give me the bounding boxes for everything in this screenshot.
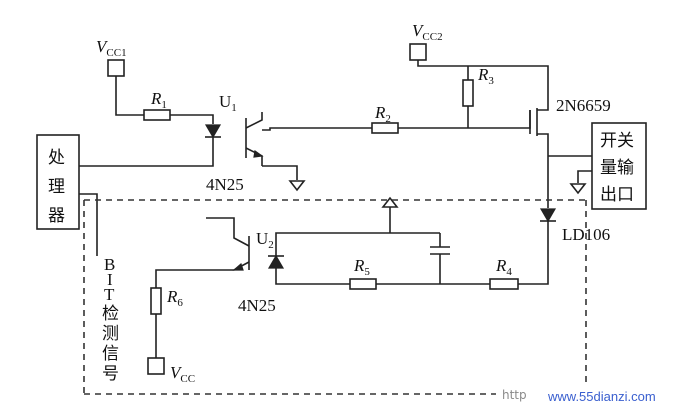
u2-collector-wire [206, 217, 250, 247]
opto2-part-label: 4N25 [238, 296, 276, 315]
bit-label-b: B [104, 255, 115, 274]
bit-label-i: I [107, 270, 113, 289]
switch-output-label-2: 量输 [600, 158, 634, 178]
r6-label: R6 [166, 287, 183, 309]
processor-box [36, 134, 80, 230]
processor-label-3: 器 [48, 206, 65, 226]
u1-emitter-arrow [253, 149, 264, 158]
gate-wire [468, 110, 531, 129]
watermark-site: www.55dianzi.com [547, 389, 656, 404]
mosfet-source-wire [537, 133, 549, 208]
vcc2-label: VCC2 [412, 21, 443, 43]
u1-to-r2-wire [262, 127, 468, 131]
r1-to-led-wire [170, 114, 214, 124]
vcc-terminal [147, 357, 165, 375]
r3-label: R3 [477, 65, 494, 87]
supply-arrow-symbol [381, 196, 399, 208]
output-ground-symbol [569, 183, 587, 195]
r5-to-led2-wire [275, 268, 350, 285]
output-ground-wire [577, 170, 592, 183]
ld106-to-r4-wire [518, 221, 549, 285]
bit-label-ce: 测 [102, 324, 119, 344]
opto1-part-label: 4N25 [206, 175, 244, 194]
resistor-r5 [349, 278, 377, 290]
u2-label: U2 [256, 229, 274, 251]
mosfet-drain [537, 100, 549, 111]
r1-label: R1 [150, 89, 167, 111]
watermark-prefix: http [502, 388, 527, 402]
r4-label: R4 [495, 256, 512, 278]
u1-ground-symbol [288, 180, 306, 192]
resistor-r1 [143, 109, 171, 121]
u1-label: U1 [219, 92, 237, 114]
bit-signal-wire [79, 193, 98, 256]
vcc2-terminal [409, 43, 427, 61]
resistor-r4 [489, 278, 519, 290]
u1-ground-wire [262, 165, 298, 180]
resistor-r2 [371, 122, 399, 134]
u2-led-diode [267, 254, 285, 269]
u1-led-diode [204, 124, 222, 139]
r5-label: R5 [353, 256, 370, 278]
resistor-r3 [462, 79, 474, 107]
u2-emitter-wire [155, 261, 250, 288]
mosfet-part-label: 2N6659 [556, 96, 611, 115]
vcc-label: VCC [170, 363, 195, 385]
bit-label-hao: 号 [102, 364, 119, 384]
processor-label-2: 理 [48, 177, 65, 197]
vcc1-wire [115, 76, 144, 116]
bit-label-jian: 检 [102, 304, 119, 324]
led-to-processor-wire [79, 137, 214, 167]
vcc1-terminal [107, 59, 125, 77]
resistor-r6 [150, 287, 162, 315]
bit-label-xin: 信 [102, 344, 119, 364]
bit-label-t: T [104, 285, 115, 304]
vcc1-label: VCC1 [96, 37, 127, 59]
detect-top-wire [275, 232, 440, 256]
switch-output-label-1: 开关 [600, 131, 634, 151]
switch-output-label-3: 出口 [600, 185, 634, 205]
switch-output-box [591, 122, 647, 210]
u2-emitter-arrow [232, 262, 244, 271]
r2-label: R2 [374, 103, 391, 125]
ld106-diode [539, 208, 557, 223]
u1-collector [245, 112, 263, 129]
processor-label-1: 处 [48, 148, 65, 168]
